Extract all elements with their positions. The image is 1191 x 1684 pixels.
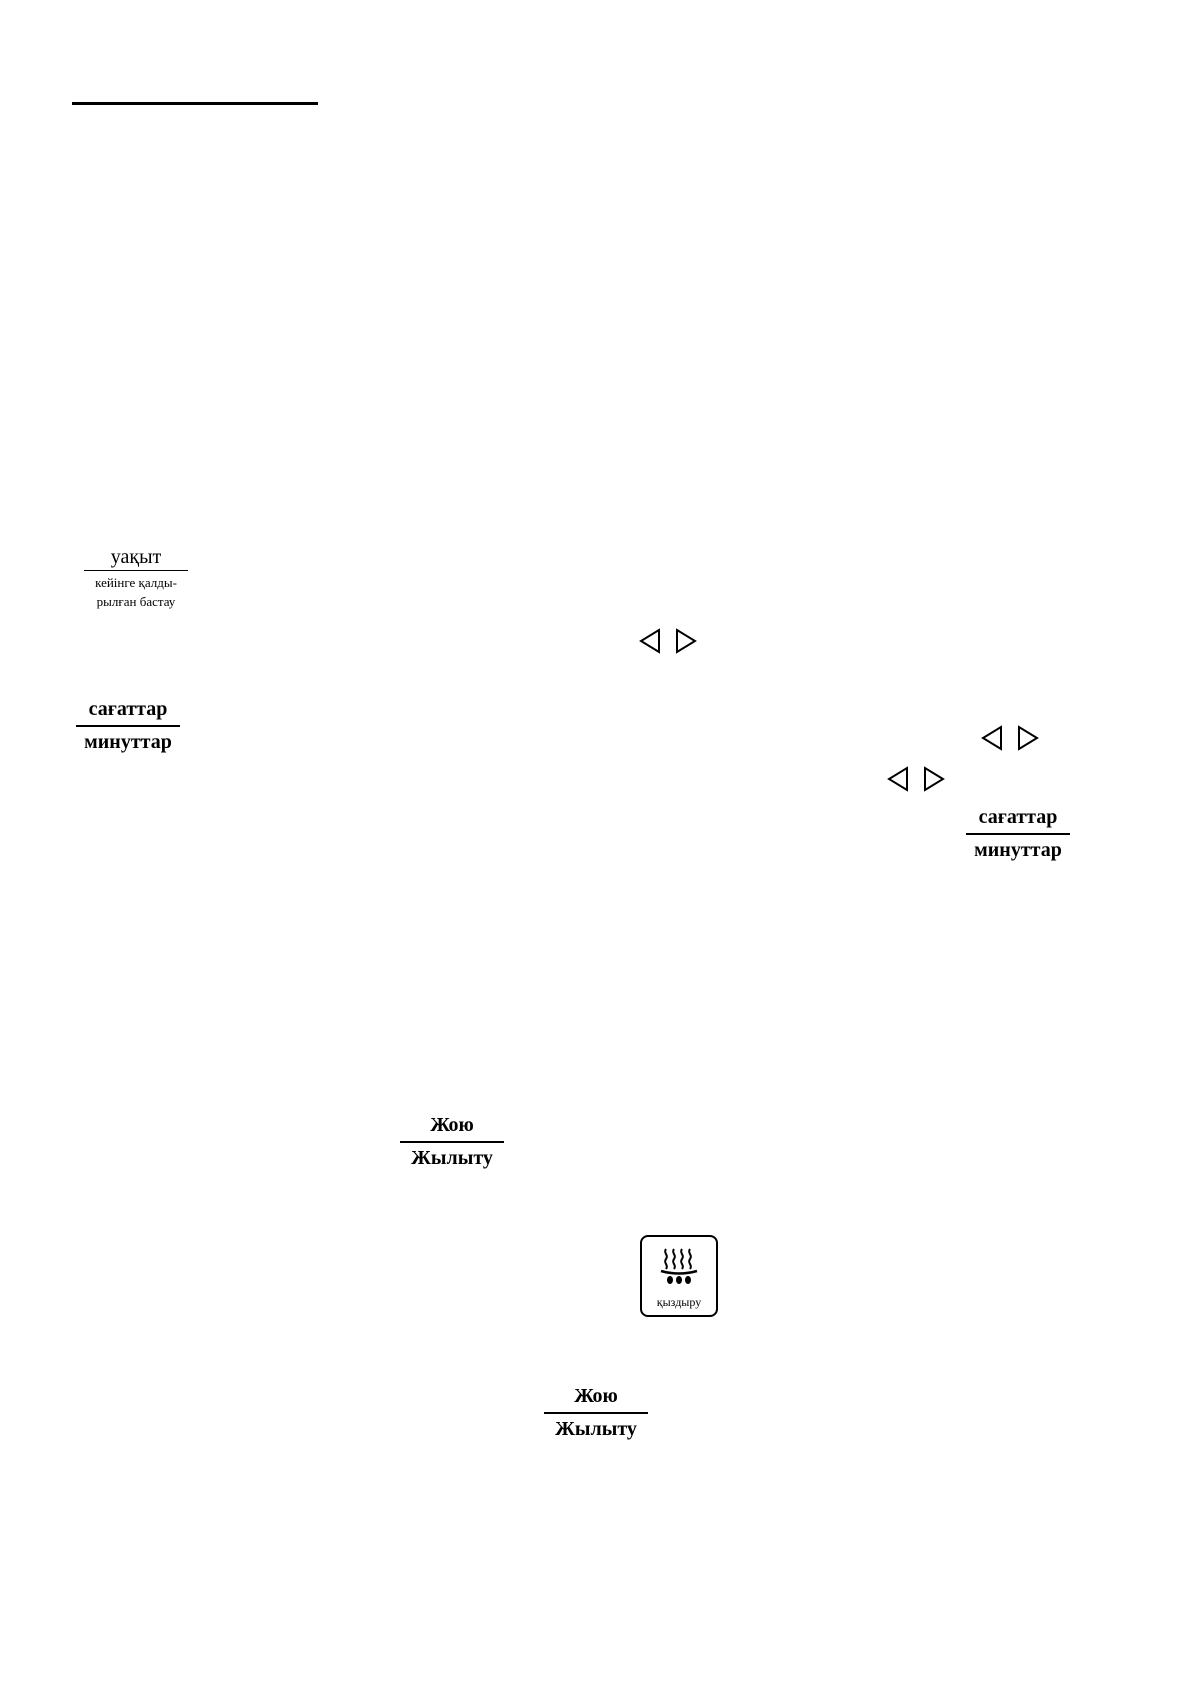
arrow-right-icon [676, 628, 697, 654]
minutes-label: минуттар [84, 731, 172, 753]
keep-warm-label: Жылыту [555, 1418, 637, 1440]
header-rule [72, 102, 318, 105]
arrow-left-icon [639, 628, 660, 654]
arrow-left-icon [981, 725, 1002, 751]
hours-label: сағаттар [966, 804, 1070, 835]
reheat-button[interactable]: қыздыру [640, 1235, 718, 1317]
cancel-label: Жою [544, 1383, 648, 1414]
hours-minutes-label-right: сағаттар минуттар [966, 804, 1070, 863]
delay-start-label: уақыт кейінге қалды- рылған бастау [80, 545, 192, 611]
delay-start-title: уақыт [84, 545, 188, 571]
arrow-right-icon [924, 766, 945, 792]
arrow-pair-2 [980, 725, 1040, 751]
arrow-left-icon [887, 766, 908, 792]
arrow-pair-1 [638, 628, 698, 654]
hours-label: сағаттар [76, 696, 180, 727]
cancel-keep-warm-label-1: Жою Жылыту [400, 1112, 504, 1171]
arrow-right-icon [1018, 725, 1039, 751]
keep-warm-label: Жылыту [411, 1147, 493, 1169]
steam-bowl-icon [660, 1248, 698, 1284]
minutes-label: минуттар [974, 839, 1062, 861]
delay-start-subtitle-line1: кейінге қалды- [95, 575, 177, 590]
hours-minutes-label-left: сағаттар минуттар [76, 696, 180, 755]
cancel-keep-warm-label-2: Жою Жылыту [544, 1383, 648, 1442]
delay-start-subtitle-line2: рылған бастау [96, 594, 176, 609]
cancel-label: Жою [400, 1112, 504, 1143]
arrow-pair-3 [886, 766, 946, 792]
reheat-label: қыздыру [656, 1295, 702, 1309]
